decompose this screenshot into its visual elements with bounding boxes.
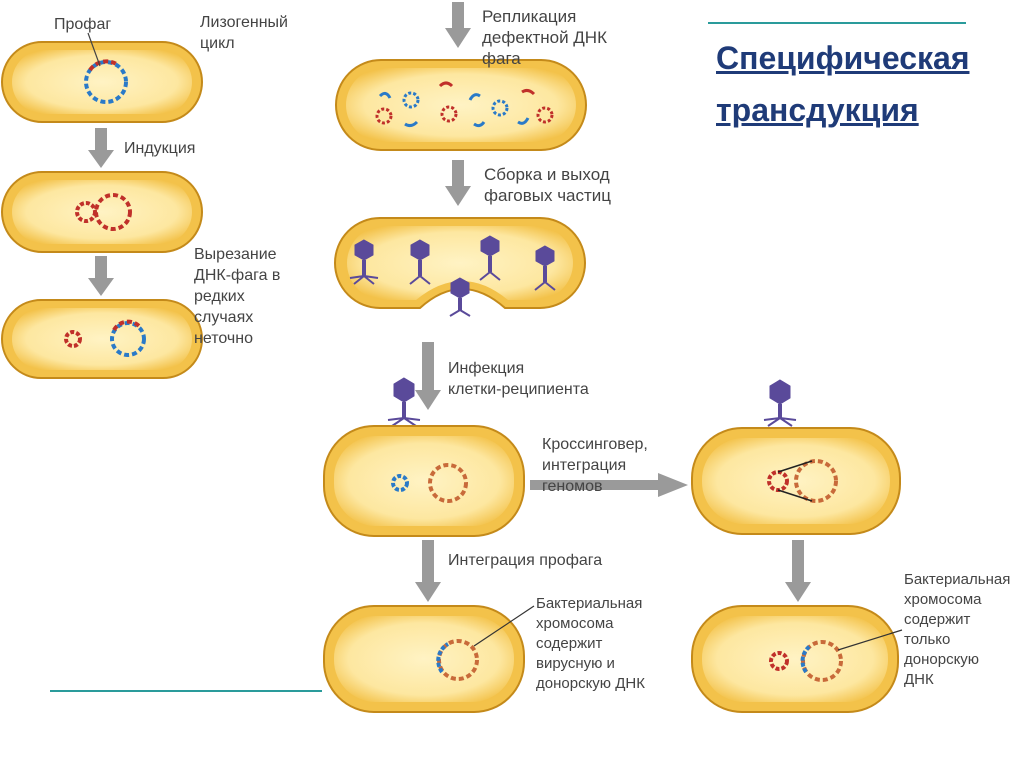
arrow-induction [88,128,114,168]
replicated-dna-copies [375,81,554,128]
arrow-right-down [785,540,811,602]
arrow-replication [445,2,471,48]
label-lysogenic-cycle: Лизогенный цикл [200,14,288,52]
arrow-excision [88,256,114,296]
transductant-phage-dna [769,651,789,671]
induction-phage-dna [75,201,97,223]
bottom-rule [50,690,322,692]
crossover-lines [777,460,813,502]
label-induction: Индукция [124,140,196,157]
arrow-assembly [445,160,471,206]
label-replication: Репликация дефектной ДНК фага [482,7,607,68]
excised-phage-dna [64,330,82,348]
prophage-pointer [87,32,101,67]
cell-lysogen-result [323,605,525,713]
phage-right [763,379,797,427]
transductant-chromosome [801,640,843,682]
label-chromosome-donor: Бактериальная хромосома содержит только … [904,571,1011,688]
excision-chromosome-donor [112,319,142,332]
cell-lysis [334,217,586,309]
cell-crossover [691,427,901,535]
label-prophage-integration: Интеграция профага [448,552,603,569]
lysogen-chromosome-insert [436,642,450,674]
phage-particles [349,235,556,317]
label-crossover: Кроссинговер, интеграция геномов [542,436,648,495]
chromosome-viral-pointer [473,605,535,647]
label-infection: Инфекция клетки-реципиента [448,360,589,398]
arrow-prophage-integration [415,540,441,602]
phage-infecting [387,377,421,427]
recipient-chromosome [428,463,468,503]
cell-excision [1,299,203,379]
recipient-phage-dna [391,474,409,492]
cell-lysogenic [1,41,203,123]
top-rule [708,22,966,24]
chromosome-donor-pointer [837,629,903,651]
label-assembly: Сборка и выход фаговых частиц [484,165,612,205]
cell-transductant [691,605,899,713]
prophage-chromosome [84,60,128,104]
crossover-chromosome [794,459,838,503]
transductant-chromosome-insert [800,644,812,674]
label-prophage: Профаг [54,16,112,33]
prophage-insert [88,59,120,72]
label-excision: Вырезание ДНК-фага в редких случаях нето… [194,246,281,347]
induction-chromosome [94,193,132,231]
cell-induction [1,171,203,253]
arrow-crossover [530,473,688,497]
slide-title: Специфическая трансдукция [716,40,970,128]
cell-replication [335,59,587,151]
cell-recipient [323,425,525,537]
label-chromosome-viral: Бактериальная хромосома содержит вирусну… [536,595,645,692]
arrow-infection [415,342,441,410]
